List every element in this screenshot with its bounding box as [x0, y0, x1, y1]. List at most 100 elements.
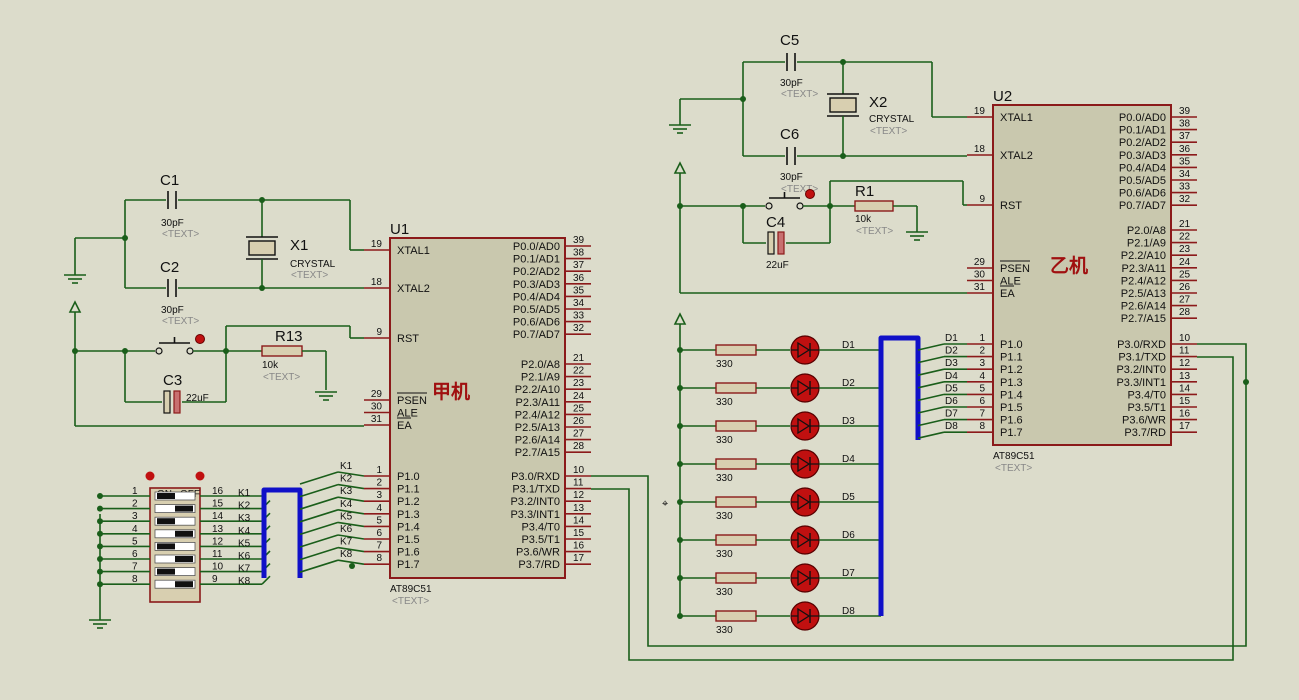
dip-k-label: K2	[238, 501, 251, 512]
u2-pin-name: P0.2/AD2	[1119, 137, 1166, 149]
dip-slider	[175, 556, 193, 562]
dip-slider	[157, 518, 175, 525]
u2-pin-name: P3.2/INT0	[1116, 364, 1166, 376]
dip-slider	[157, 568, 175, 575]
junction-dot	[840, 59, 846, 65]
u1-pin-name: P1.2	[397, 496, 420, 508]
led-resistor	[715, 610, 757, 622]
u2-pin-name: XTAL2	[1000, 150, 1033, 162]
u2-pin-num: 17	[1179, 421, 1191, 432]
u2-pin-name: P0.0/AD0	[1119, 112, 1166, 124]
u1-pin-name: P2.1/A9	[521, 372, 560, 384]
u1-pin-name: P3.5/T1	[521, 534, 560, 546]
dip-left-num: 5	[132, 536, 138, 547]
wire	[917, 393, 945, 402]
u1-pin-name: P2.5/A13	[515, 422, 560, 434]
led-resistor	[715, 382, 757, 394]
u2-pin-name: P3.6/WR	[1122, 415, 1166, 427]
u1-pin-name: P0.6/AD6	[513, 317, 560, 329]
dip-left-num: 2	[132, 499, 138, 510]
c4-ref: C4	[766, 214, 785, 231]
led-label: D6	[842, 530, 855, 541]
u2-pin-name: P2.1/A9	[1127, 238, 1166, 250]
u2-net-label: D1	[945, 333, 958, 344]
u2-net-label: D8	[945, 421, 958, 432]
u1-pin-num: 1	[376, 465, 382, 476]
wire	[917, 406, 945, 414]
u2-pin-num: 32	[1179, 194, 1191, 205]
dip-right-num: 10	[212, 562, 224, 573]
u2-pin-name: P2.6/A14	[1121, 301, 1166, 313]
u2-pin-num: 25	[1179, 269, 1191, 280]
u1-pin-name: P0.0/AD0	[513, 241, 560, 253]
u1-pin-name: P1.7	[397, 559, 420, 571]
led-resistor	[715, 344, 757, 356]
dip-right-num: 14	[212, 511, 224, 522]
u1-pin-name: P0.3/AD3	[513, 279, 560, 291]
r13-ref: R13	[275, 328, 303, 345]
u2-chip-body	[992, 104, 1172, 446]
u1-text: <TEXT>	[392, 596, 429, 607]
u1-net-label: K1	[340, 461, 353, 472]
u2-part: AT89C51	[993, 451, 1035, 462]
u1-pin-num: 4	[376, 503, 382, 514]
x2-ref: X2	[869, 94, 887, 111]
u2-pin-num: 30	[974, 270, 986, 281]
c5-value: 30pF	[780, 78, 803, 89]
x1-ref: X1	[290, 237, 308, 254]
u1-pin-num: 7	[376, 541, 382, 552]
wire	[337, 546, 365, 553]
u2-pin-name: P1.5	[1000, 402, 1023, 414]
u2-pin-num: 28	[1179, 307, 1191, 318]
u2-pin-num: 16	[1179, 409, 1191, 420]
u1-net-label: K2	[340, 474, 353, 485]
wire	[299, 471, 339, 485]
wire	[299, 483, 339, 498]
c4-electrolytic	[767, 231, 785, 255]
u1-pin-num: 22	[573, 366, 585, 377]
u2-net-label: D4	[945, 371, 958, 382]
power-arrow-icon	[673, 312, 687, 328]
led-resistor	[715, 572, 757, 584]
c5-text: <TEXT>	[781, 89, 818, 100]
u2-pin-name: P2.0/A8	[1127, 225, 1166, 237]
dip-left-num: 7	[132, 562, 138, 573]
u2-pin-num: 21	[1179, 219, 1191, 230]
u1-pin-num: 35	[573, 285, 585, 296]
wire	[299, 546, 339, 561]
resistor-value: 330	[716, 511, 733, 522]
u2-text: <TEXT>	[995, 463, 1032, 474]
u1-net-label: K6	[340, 524, 353, 535]
bus-right	[878, 335, 921, 616]
wire	[591, 343, 1247, 647]
dip-right-num: 9	[212, 574, 218, 585]
u2-pin-name: XTAL1	[1000, 112, 1033, 124]
led-icon	[790, 525, 820, 555]
u1-pin-name: P2.3/A11	[516, 397, 560, 409]
junction-dot	[259, 285, 265, 291]
u1-pin-name: P3.1/TXD	[512, 484, 560, 496]
u2-pin-num: 35	[1179, 156, 1191, 167]
wire	[917, 381, 945, 389]
u2-pin-name: P1.1	[1000, 352, 1023, 364]
dip-slider	[157, 493, 175, 499]
dip-right-num: 12	[212, 536, 224, 547]
u2-pin-name: P2.3/A11	[1122, 263, 1166, 275]
u2-pin-name: P2.5/A13	[1121, 288, 1166, 300]
u2-pin-name: P1.7	[1000, 427, 1023, 439]
u1-pin-num: 6	[376, 528, 382, 539]
u2-ref: U2	[993, 88, 1012, 105]
u2-pin-name: P3.1/TXD	[1118, 352, 1166, 364]
u1-pin-num: 11	[573, 478, 584, 489]
u2-pin-num: 38	[1179, 119, 1191, 130]
u2-pin-num: 12	[1179, 358, 1191, 369]
c5-ref: C5	[780, 32, 799, 49]
u1-pin-name: P1.6	[397, 547, 420, 559]
u2-pin-num: 24	[1179, 257, 1191, 268]
u1-pin-name: P2.0/A8	[521, 359, 560, 371]
u2-pin-num: 13	[1179, 371, 1191, 382]
dip-left-num: 8	[132, 574, 138, 585]
u2-pin-num: 29	[974, 257, 986, 268]
u2-pin-num: 9	[979, 194, 985, 205]
